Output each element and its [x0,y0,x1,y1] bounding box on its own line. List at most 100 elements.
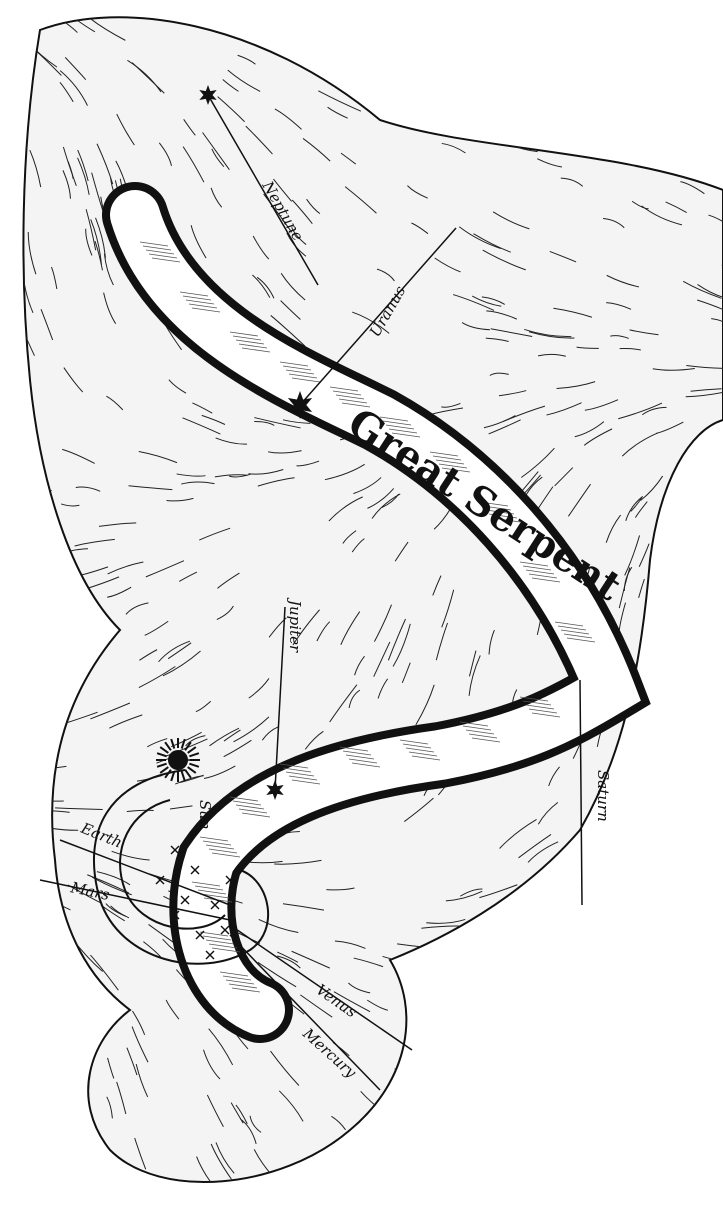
hatch-stroke [715,833,723,852]
hatch-stroke [622,971,643,974]
hatch-stroke [364,1152,382,1165]
hatch-stroke [615,1070,654,1086]
hatch-stroke [9,982,26,1015]
hatch-stroke [384,1126,399,1136]
hatch-stroke [47,1190,54,1204]
hatch-stroke [666,1154,702,1169]
hatch-stroke [646,664,651,684]
hatch-stroke [639,789,665,819]
hatch-stroke [604,886,640,900]
hatch-stroke [587,66,627,69]
hatch-stroke [105,1171,112,1190]
hatch-stroke [712,476,723,504]
hatch-stroke [657,604,667,646]
hatch-stroke [391,63,423,67]
hatch-stroke [580,1132,604,1142]
hatch-stroke [334,24,378,25]
hatch-stroke [476,90,494,92]
hatch-stroke [505,115,551,124]
hatch-stroke [40,579,80,592]
hatch-stroke [366,95,408,110]
hatch-stroke [507,941,531,943]
hatch-stroke [606,1011,638,1019]
hatch-stroke [513,1158,547,1170]
hatch-stroke [512,923,552,930]
hatch-stroke [388,1171,405,1181]
hatch-stroke [698,0,723,9]
hatch-stroke [696,847,723,862]
hatch-stroke [372,42,402,43]
hatch-stroke [349,9,372,11]
hatch-stroke [607,980,645,984]
hatch-stroke [531,1171,562,1180]
hatch-stroke [5,433,35,451]
hatch-stroke [668,504,691,541]
hatch-stroke [682,108,710,114]
hatch-stroke [465,1131,484,1140]
hatch-stroke [21,589,51,599]
hatch-stroke [662,570,674,609]
hatch-stroke [15,630,55,647]
hatch-stroke [667,830,707,856]
hatch-stroke [712,40,723,43]
hatch-stroke [18,483,51,491]
hatch-stroke [34,915,54,933]
hatch-stroke [480,1107,499,1116]
hatch-stroke [5,913,40,943]
hatch-stroke [717,998,723,1008]
hatch-stroke [320,17,339,18]
hatch-stroke [2,570,30,577]
hatch-stroke [696,126,723,137]
hatch-stroke [325,1192,344,1204]
hatch-stroke [707,727,719,749]
hatch-stroke [316,1176,352,1204]
hatch-stroke [708,0,723,6]
hatch-stroke [443,89,485,95]
hatch-stroke [546,1186,578,1194]
hatch-stroke [473,2,490,9]
hatch-stroke [489,1119,510,1129]
hatch-stroke [442,1111,462,1122]
hatch-stroke [40,597,60,604]
hatch-stroke [258,1191,287,1204]
hatch-stroke [560,1165,595,1176]
hatch-stroke [580,1155,622,1169]
hatch-stroke [378,1171,401,1185]
hatch-stroke [623,1133,646,1143]
hatch-stroke [631,991,660,996]
hatch-stroke [358,35,393,36]
hatch-stroke [34,923,58,946]
hatch-stroke [253,27,299,39]
hatch-stroke [14,202,19,231]
hatch-stroke [677,582,688,616]
hatch-stroke [655,963,675,965]
hatch-stroke [368,1189,384,1198]
hatch-stroke [700,1116,723,1138]
hatch-stroke [409,92,448,101]
hatch-stroke [528,131,568,141]
label-sun: Sun [196,800,214,830]
hatch-stroke [717,481,723,514]
hatch-stroke [556,863,579,876]
hatch-stroke [330,3,363,6]
label-jupiter: Jupiter [286,597,304,653]
hatch-stroke [585,871,626,890]
hatch-stroke [575,877,592,885]
hatch-stroke [511,7,535,16]
hatch-stroke [574,4,612,19]
hatch-stroke [638,859,655,869]
hatch-stroke [569,1194,590,1198]
hatch-stroke [458,34,479,38]
hatch-stroke [529,1028,571,1041]
hatch-stroke [360,1126,388,1148]
hatch-stroke [167,9,202,22]
hatch-stroke [652,635,660,668]
hatch-stroke [580,909,621,919]
hatch-stroke [438,1070,459,1082]
hatch-stroke [607,28,635,35]
hatch-stroke [605,98,623,100]
hatch-stroke [675,914,705,919]
hatch-stroke [537,885,560,895]
